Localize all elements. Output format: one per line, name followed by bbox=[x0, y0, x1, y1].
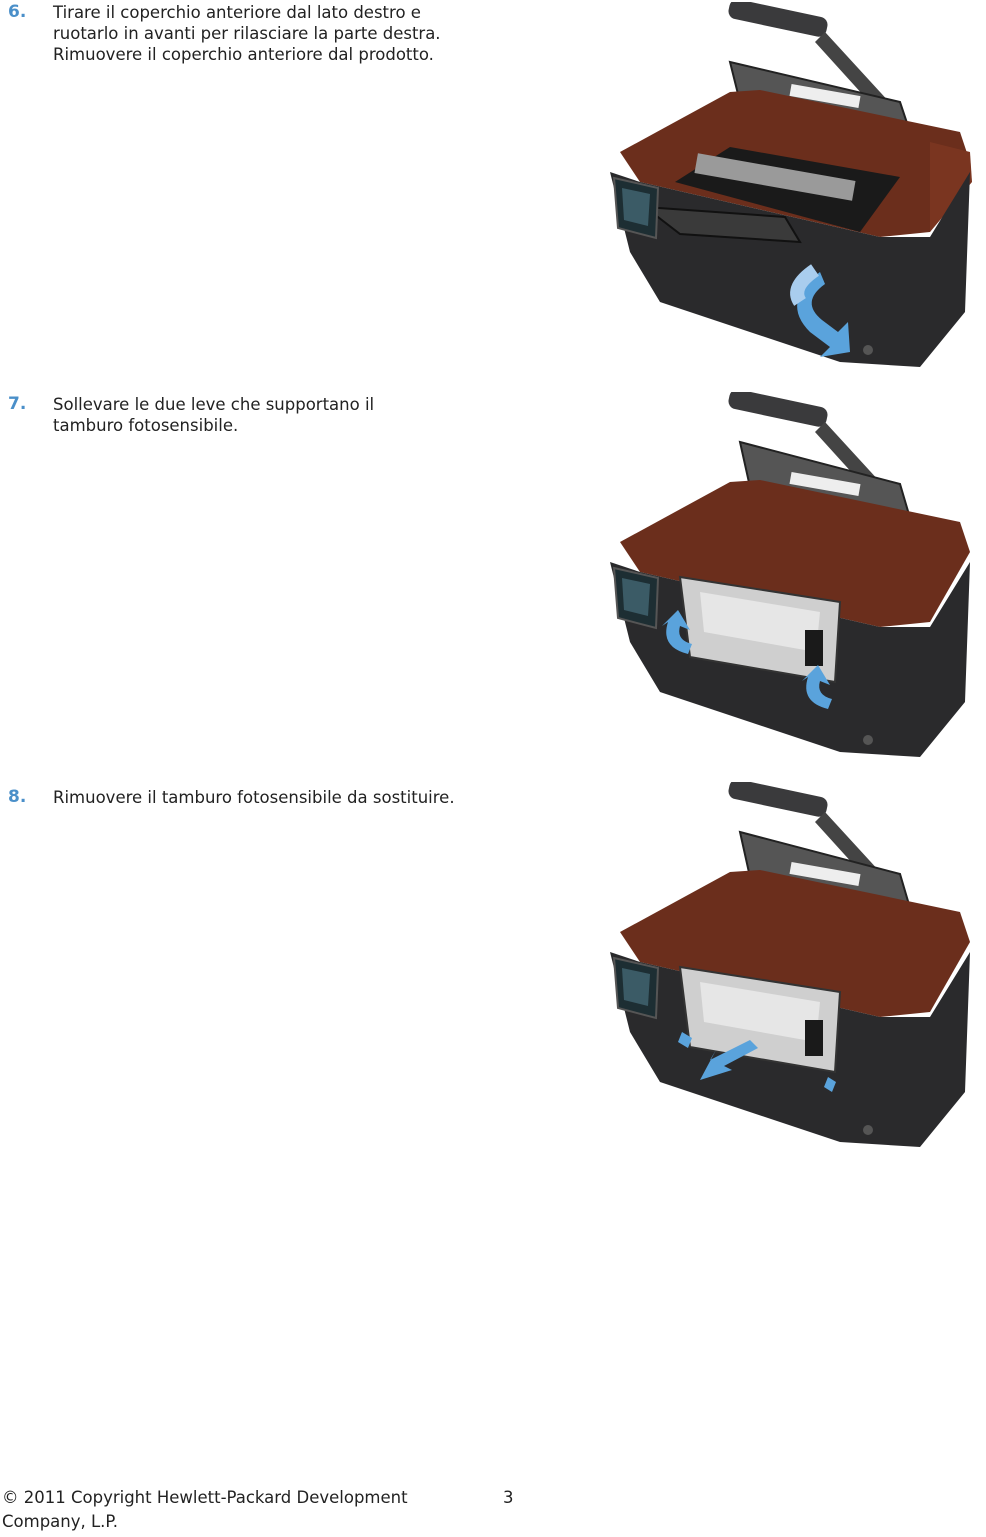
step-instruction: Tirare il coperchio anteriore dal lato d… bbox=[53, 3, 441, 64]
page-number: 3 bbox=[503, 1488, 514, 1507]
step-instruction: Sollevare le due leve che supportano il … bbox=[53, 395, 375, 435]
printer-front-cover-rotate-illustration bbox=[610, 2, 972, 367]
copyright-notice: © 2011 Copyright Hewlett-Packard Develop… bbox=[2, 1488, 408, 1531]
step-number: 8. bbox=[8, 787, 27, 807]
step-number: 6. bbox=[8, 2, 27, 22]
step-number: 7. bbox=[8, 394, 27, 414]
printer-lift-levers-illustration bbox=[610, 392, 970, 757]
printer-remove-drum-illustration bbox=[610, 782, 970, 1147]
step-instruction: Rimuovere il tamburo fotosensibile da so… bbox=[53, 788, 455, 807]
